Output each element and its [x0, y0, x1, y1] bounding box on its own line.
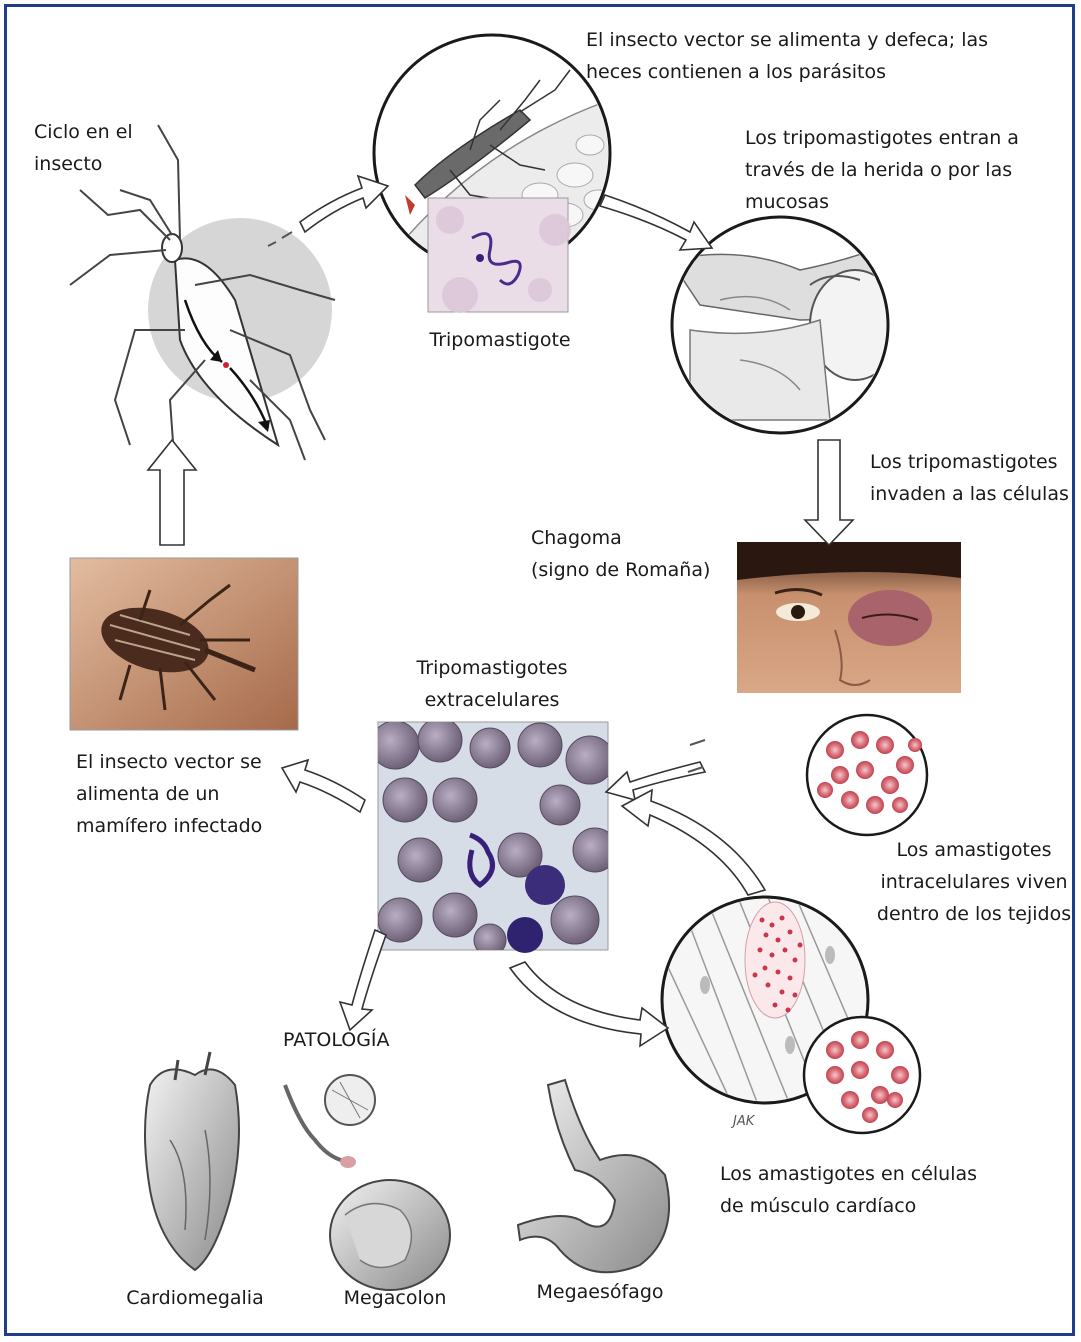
arrow-to-feeding [300, 176, 388, 232]
label-insect-cycle: Ciclo en el insecto [34, 116, 204, 180]
arrow-to-muscle [510, 962, 668, 1046]
arrow-to-insect [148, 440, 196, 545]
vector-insect-photo [70, 558, 298, 730]
label-amastigotes-cardiac: Los amastigotes en células de músculo ca… [720, 1158, 1020, 1222]
arrow-from-tissue [606, 762, 705, 800]
chagoma-photo [737, 542, 961, 693]
label-trypo-enter: Los tripomastigotes entran a través de l… [745, 122, 1065, 218]
entry-circle [670, 217, 900, 433]
artist-signature: JAK [733, 1106, 793, 1138]
arrow-to-entry [600, 195, 712, 250]
megaesophagus-illustration [518, 1080, 669, 1272]
tripomastigote-micrograph [428, 198, 571, 313]
label-tripomastigote: Tripomastigote [400, 324, 600, 356]
megacolon-illustration [285, 1075, 450, 1290]
label-patologia: PATOLOGÍA [283, 1024, 443, 1056]
label-megacolon: Megacolon [320, 1282, 470, 1314]
label-vector-feeds: El insecto vector se alimenta y defeca; … [586, 24, 1056, 88]
label-chagoma: Chagoma (signo de Romaña) [531, 522, 731, 586]
heart-illustration [145, 1052, 239, 1270]
amastigotes-tissue-circle [807, 715, 927, 835]
blood-smear-micrograph [371, 718, 617, 956]
label-vector-infected: El insecto vector se alimenta de un mamí… [76, 746, 316, 842]
label-amastigotes-intracellular: Los amastigotes intracelulares viven den… [868, 834, 1080, 930]
arrow-to-pathology [340, 930, 386, 1030]
label-cardiomegalia: Cardiomegalia [110, 1282, 280, 1314]
arrow-to-chagoma [805, 440, 853, 545]
label-extracellular: Tripomastigotes extracelulares [392, 652, 592, 716]
arrow-from-muscle [622, 790, 765, 895]
label-megaesofago: Megaesófago [520, 1276, 680, 1308]
label-trypo-invade: Los tripomastigotes invaden a las célula… [870, 446, 1075, 510]
